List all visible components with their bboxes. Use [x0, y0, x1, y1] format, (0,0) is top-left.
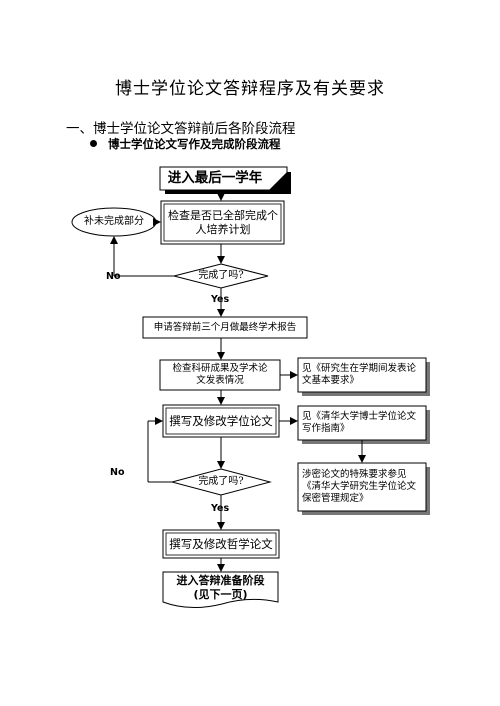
note-3: 涉密论文的特殊要求参见《清华大学研究生学位论文保密管理规定》	[302, 469, 417, 504]
check-research-node: 检查科研成果及学术论文发表情况	[172, 363, 268, 386]
apply-node: 申请答辩前三个月做最终学术报告	[153, 321, 297, 333]
decision-2: 完成了吗?	[198, 475, 244, 487]
decision-1: 完成了吗?	[198, 269, 244, 281]
write-thesis-node: 撰写及修改学位论文	[169, 413, 273, 428]
next-stage-node: 进入答辩准备阶段 (见下一页)	[176, 574, 265, 601]
subheading: 博士学位论文写作及完成阶段流程	[108, 137, 281, 151]
yes-label-2: Yes	[211, 503, 230, 514]
check-plan-node: 检查是否已全部完成个人培养计划	[168, 208, 278, 236]
page-title: 博士学位论文答辩程序及有关要求	[115, 79, 385, 99]
yes-label-1: Yes	[211, 294, 230, 305]
supplement-node: 补未完成部分	[84, 215, 144, 227]
note-1: 见《研究生在学期间发表论文基本要求》	[302, 363, 417, 386]
write-philosophy-node: 撰写及修改哲学论文	[169, 536, 273, 551]
no-label-2: No	[110, 467, 125, 478]
section-heading: 一、博士学位论文答辩前后各阶段流程	[66, 121, 296, 137]
note-2: 见《清华大学博士学位论文写作指南》	[302, 411, 417, 434]
bullet-icon	[90, 140, 97, 147]
no-label-1: No	[106, 271, 121, 282]
start-node: 进入最后一学年	[167, 170, 263, 187]
